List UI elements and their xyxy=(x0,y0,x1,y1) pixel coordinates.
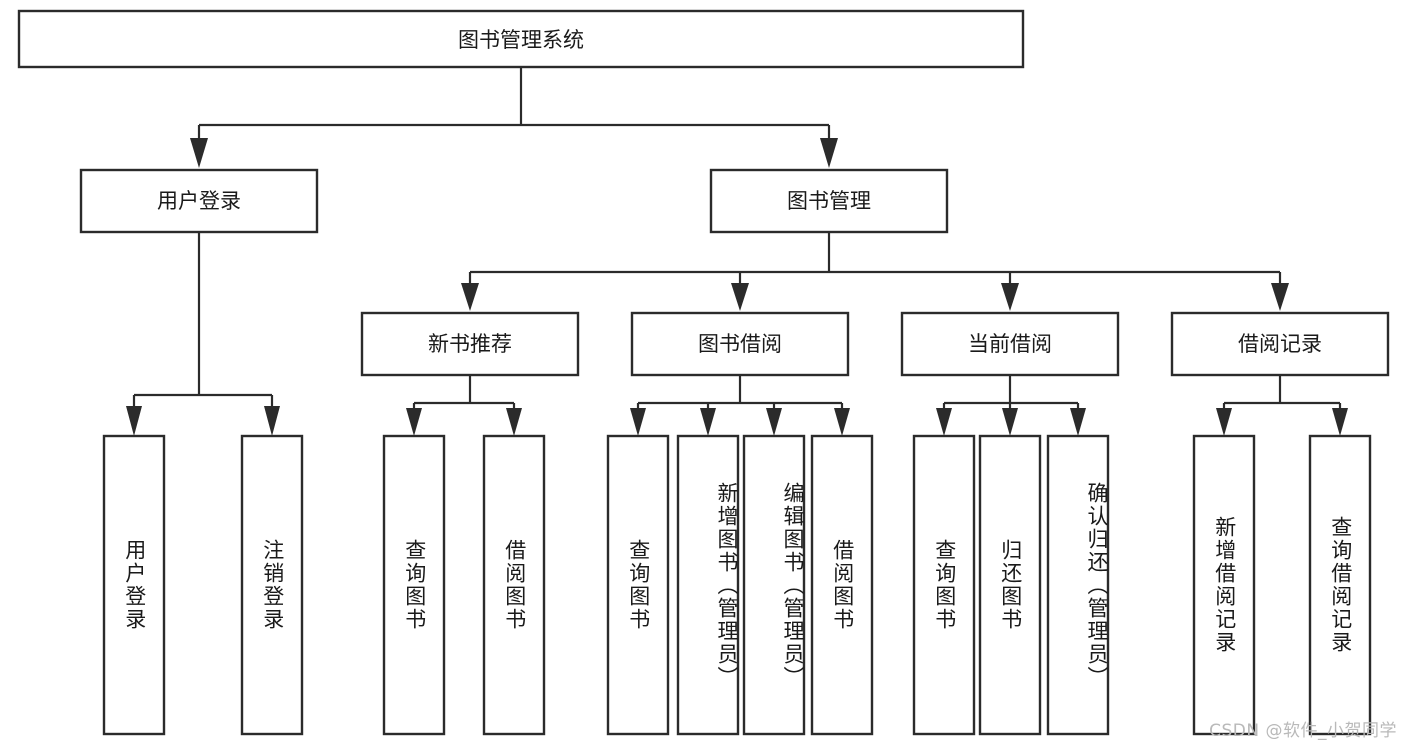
node-root-box[interactable] xyxy=(17,9,1025,69)
arrow-to-leaf-query-record xyxy=(1332,408,1348,436)
connector-borrow-record-to-leaves xyxy=(1216,375,1348,436)
leaf-box-confirm-return[interactable] xyxy=(1046,434,1110,736)
node-user-login-label: 用户登录 xyxy=(157,189,241,213)
node-user-login[interactable]: 用户登录 xyxy=(79,168,319,234)
leaf-box-edit-book[interactable] xyxy=(742,434,806,736)
node-new-book-recommend[interactable]: 新书推荐 xyxy=(360,311,580,377)
leaf-box-borrow-book-2[interactable] xyxy=(810,434,874,736)
arrow-to-leaf-confirm-return xyxy=(1070,408,1086,436)
leaf-box-return-book[interactable] xyxy=(978,434,1042,736)
leaf-box-query-book-1[interactable] xyxy=(382,434,446,736)
leaf-box-query-record[interactable] xyxy=(1308,434,1372,736)
leaf-box-query-book-2[interactable] xyxy=(606,434,670,736)
arrow-to-user-login xyxy=(190,138,208,168)
node-current-borrow-label: 当前借阅 xyxy=(968,332,1052,356)
connector-new-book-recommend-to-leaves xyxy=(406,375,522,436)
node-borrow-record[interactable]: 借阅记录 xyxy=(1170,311,1390,377)
leaf-box-add-book[interactable] xyxy=(676,434,740,736)
arrow-to-leaf-add-record xyxy=(1216,408,1232,436)
arrow-to-leaf-return-book xyxy=(1002,408,1018,436)
leaf-box-user-login[interactable] xyxy=(102,434,166,736)
connector-book-borrow-to-leaves xyxy=(630,375,850,436)
arrow-to-leaf-user-logout xyxy=(264,406,280,436)
node-user-login-box[interactable] xyxy=(79,168,319,234)
node-book-borrow-label: 图书借阅 xyxy=(698,332,782,356)
node-current-borrow[interactable]: 当前借阅 xyxy=(900,311,1120,377)
node-borrow-record-label: 借阅记录 xyxy=(1238,332,1322,356)
node-root-label: 图书管理系统 xyxy=(458,28,584,52)
leaf-box-user-logout[interactable] xyxy=(240,434,304,736)
arrow-to-new-book-recommend xyxy=(461,283,479,311)
connector-user-login-to-leaves xyxy=(126,232,280,436)
arrow-to-leaf-user-login xyxy=(126,406,142,436)
arrow-to-leaf-edit-book xyxy=(766,408,782,436)
csdn-watermark: CSDN @软件_小贺同学 xyxy=(1209,721,1397,741)
arrow-to-current-borrow xyxy=(1001,283,1019,311)
node-current-borrow-box[interactable] xyxy=(900,311,1120,377)
arrow-to-leaf-borrow-book-2 xyxy=(834,408,850,436)
node-book-management[interactable]: 图书管理 xyxy=(709,168,949,234)
arrow-to-book-management xyxy=(820,138,838,168)
node-book-management-label: 图书管理 xyxy=(787,189,871,213)
connector-book-management-to-level3 xyxy=(461,232,1289,311)
leaf-box-add-record[interactable] xyxy=(1192,434,1256,736)
node-book-borrow[interactable]: 图书借阅 xyxy=(630,311,850,377)
node-new-book-recommend-box[interactable] xyxy=(360,311,580,377)
arrow-to-book-borrow xyxy=(731,283,749,311)
node-root[interactable]: 图书管理系统 xyxy=(17,9,1025,69)
connector-root-to-level2 xyxy=(190,67,838,168)
connector-current-borrow-to-leaves xyxy=(936,375,1086,436)
arrow-to-leaf-borrow-book-1 xyxy=(506,408,522,436)
leaf-box-query-book-3[interactable] xyxy=(912,434,976,736)
node-new-book-recommend-label: 新书推荐 xyxy=(428,332,512,356)
arrow-to-borrow-record xyxy=(1271,283,1289,311)
arrow-to-leaf-query-book-3 xyxy=(936,408,952,436)
arrow-to-leaf-query-book-2 xyxy=(630,408,646,436)
arrow-to-leaf-add-book xyxy=(700,408,716,436)
leaf-box-borrow-book-1[interactable] xyxy=(482,434,546,736)
arrow-to-leaf-query-book-1 xyxy=(406,408,422,436)
